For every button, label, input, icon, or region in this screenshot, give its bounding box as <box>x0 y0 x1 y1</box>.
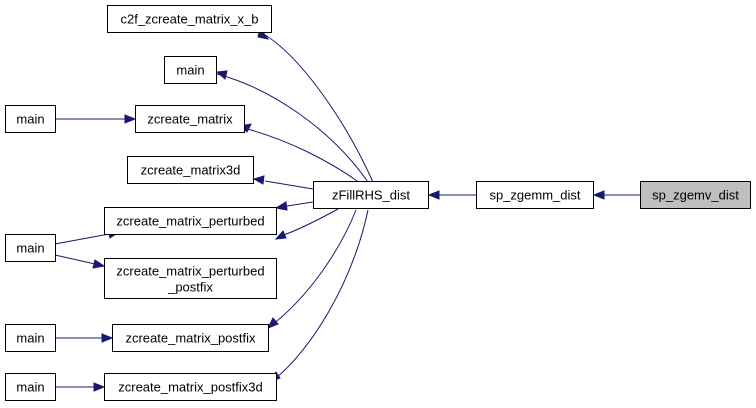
node-main[interactable]: main <box>5 324 56 352</box>
node-label: zcreate_matrix_perturbed <box>116 214 264 229</box>
node-box <box>164 56 217 84</box>
node-label: main <box>176 63 204 78</box>
node-zcreate-matrix-postfix3d[interactable]: zcreate_matrix_postfix3d <box>104 373 277 401</box>
arrowhead <box>92 259 106 269</box>
node-zcreate-matrix[interactable]: zcreate_matrix <box>135 105 245 133</box>
node-main[interactable]: main <box>5 234 56 262</box>
node-box <box>104 207 277 235</box>
node-label: zcreate_matrix_postfix3d <box>118 380 263 395</box>
node-label: main <box>16 380 44 395</box>
edge-zfill-to-perturbed <box>286 201 314 207</box>
arrowhead <box>592 190 605 200</box>
arrowhead <box>215 70 228 80</box>
node-box <box>313 181 429 209</box>
edge-zfill-to-zcreate-matrix3d <box>264 180 314 190</box>
node-c2f-zcreate-matrix-x-b[interactable]: c2f_zcreate_matrix_x_b <box>107 5 272 33</box>
node-label: zcreate_matrix_perturbed <box>116 264 264 279</box>
arrowhead <box>274 201 288 211</box>
arrowhead <box>274 230 287 240</box>
node-main[interactable]: main <box>164 56 217 84</box>
node-label: zcreate_matrix_postfix <box>125 331 256 346</box>
node-box <box>107 5 272 33</box>
node-label: sp_zgemm_dist <box>489 188 580 203</box>
node-main[interactable]: main <box>5 373 56 401</box>
node-main[interactable]: main <box>5 105 56 133</box>
node-label: zFillRHS_dist <box>332 188 410 203</box>
node-zcreate-matrix-perturbed-postfix[interactable]: zcreate_matrix_perturbed _postfix <box>104 258 277 299</box>
node-box <box>112 324 269 352</box>
node-label: zcreate_matrix <box>147 112 233 127</box>
node-box <box>476 181 594 209</box>
node-box-focus <box>640 181 751 209</box>
node-label: sp_zgemv_dist <box>652 188 739 203</box>
arrowhead <box>101 333 114 343</box>
arrowhead <box>266 317 279 329</box>
node-sp-zgemm-dist[interactable]: sp_zgemm_dist <box>476 181 594 209</box>
edge-zfill-to-main <box>216 73 369 183</box>
node-box <box>127 156 254 184</box>
arrowhead <box>427 190 440 200</box>
node-label: _postfix <box>167 280 213 295</box>
node-box <box>135 105 245 133</box>
edge-zfill-to-perturbed-postfix <box>280 208 339 237</box>
node-box <box>5 105 56 133</box>
node-zcreate-matrix-postfix[interactable]: zcreate_matrix_postfix <box>112 324 269 352</box>
edge-zfill-to-zcreate-matrix <box>243 127 361 184</box>
edge-main-to-perturbed <box>54 233 110 245</box>
node-zfillrhs-dist[interactable]: zFillRHS_dist <box>313 181 429 209</box>
edge-main-to-perturbed-postfix <box>54 254 96 265</box>
node-zcreate-matrix3d[interactable]: zcreate_matrix3d <box>127 156 254 184</box>
node-box <box>5 373 56 401</box>
node-box <box>104 258 277 299</box>
edge-zfill-to-postfix3d <box>275 209 369 379</box>
edge-zfill-to-postfix <box>271 209 357 326</box>
edges <box>54 26 640 392</box>
arrowhead <box>93 382 106 392</box>
node-label: main <box>16 331 44 346</box>
arrowhead <box>124 114 137 124</box>
node-label: main <box>16 241 44 256</box>
node-box <box>5 324 56 352</box>
node-sp-zgemv-dist[interactable]: sp_zgemv_dist <box>640 181 751 209</box>
edge-zfill-to-c2f <box>261 32 374 183</box>
node-label: c2f_zcreate_matrix_x_b <box>120 12 258 27</box>
node-label: zcreate_matrix3d <box>141 163 241 178</box>
node-zcreate-matrix-perturbed[interactable]: zcreate_matrix_perturbed <box>104 207 277 235</box>
arrowhead <box>252 175 265 185</box>
node-label: main <box>16 112 44 127</box>
node-box <box>104 373 277 401</box>
node-box <box>5 234 56 262</box>
